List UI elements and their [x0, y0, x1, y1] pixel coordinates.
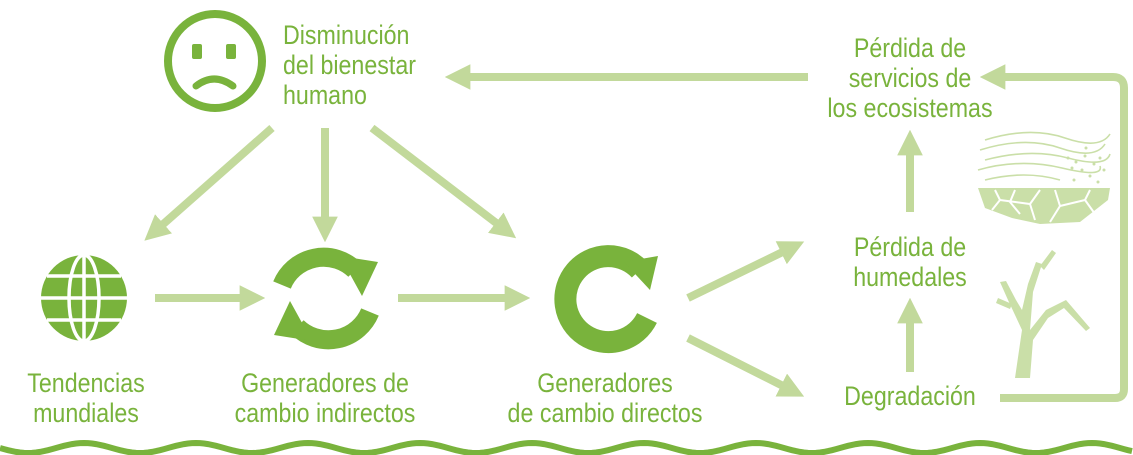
- wave-footer: [0, 439, 1133, 455]
- label-wellbeing: Disminución del bienestar humano: [283, 20, 416, 110]
- connectors: [144, 64, 1128, 402]
- label-indirect-drivers: Generadores de cambio indirectos: [234, 368, 416, 428]
- arrow-direct-to-wetland-loss: [686, 241, 805, 302]
- dry-land-wind-icon: [977, 131, 1111, 224]
- arrow-degradation-loop-to-services: [979, 64, 1128, 402]
- label-direct-drivers: Generadores de cambio directos: [507, 368, 703, 428]
- sad-face-icon: [164, 10, 266, 112]
- label-wetland-loss: Pérdida de humedales: [853, 232, 967, 292]
- globe-icon: [41, 253, 127, 343]
- arrow-wellbeing-to-trends: [144, 125, 275, 241]
- dead-tree-icon: [996, 250, 1090, 378]
- single-cycle-arrow-icon: [554, 245, 658, 354]
- arrow-wellbeing-to-direct: [369, 124, 517, 239]
- label-services-loss: Pérdida de servicios de los ecosistemas: [827, 33, 993, 123]
- label-degradation: Degradación: [844, 381, 976, 411]
- label-global-trends: Tendencias mundiales: [27, 368, 145, 428]
- arrow-direct-to-degradation: [686, 334, 805, 397]
- double-cycle-arrows-icon: [273, 247, 379, 350]
